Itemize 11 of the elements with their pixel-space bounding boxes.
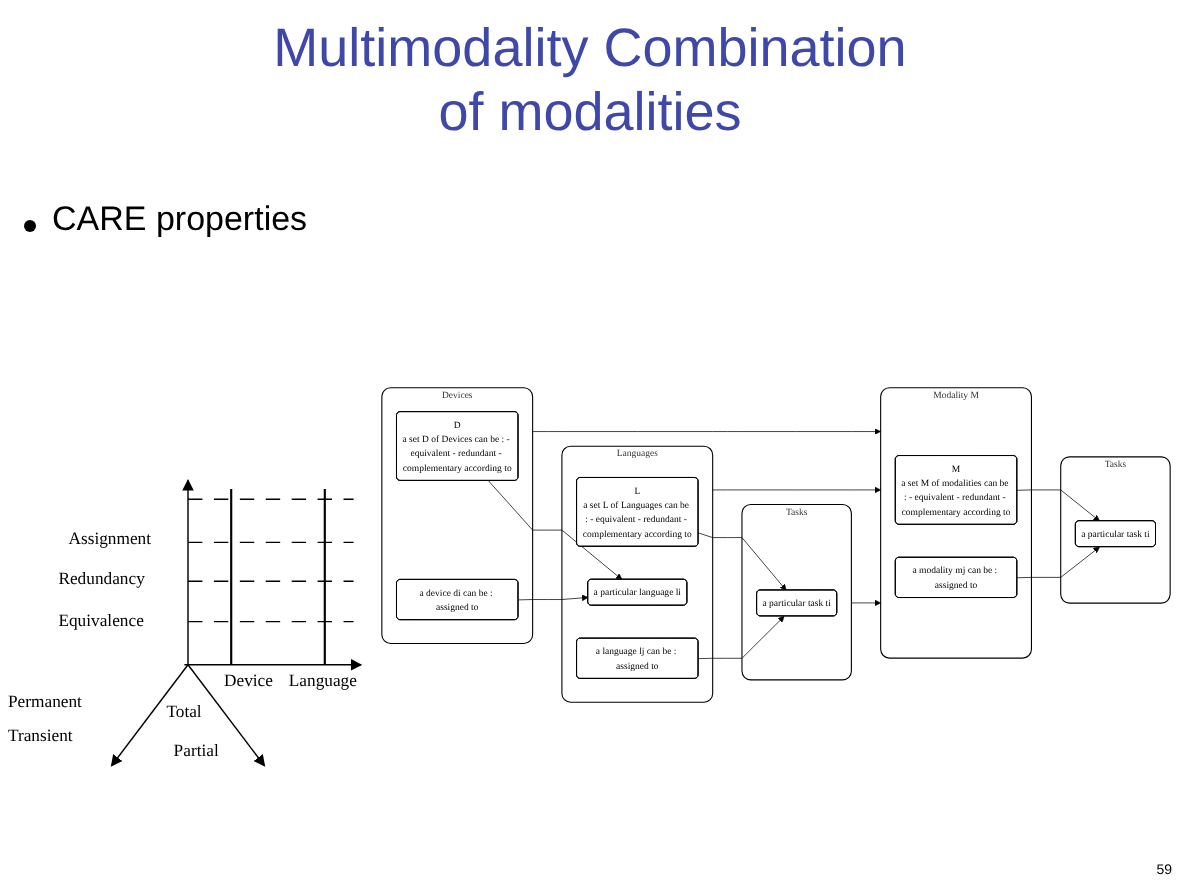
axis-label: Language: [288, 670, 357, 693]
axis-label: Assignment: [68, 528, 152, 550]
axis-label: Partial: [173, 739, 219, 762]
axis-label: Transient: [8, 725, 73, 747]
axis-label: Redundancy: [58, 568, 145, 590]
axis-label: Device: [224, 670, 273, 693]
axis-label: Permanent: [8, 690, 82, 713]
bullet-text: CARE properties: [52, 200, 308, 240]
axis-label: Equivalence: [58, 610, 144, 632]
axis-label: Total: [166, 700, 202, 723]
slide-title: Multimodality Combination of modalities: [271, 16, 909, 144]
